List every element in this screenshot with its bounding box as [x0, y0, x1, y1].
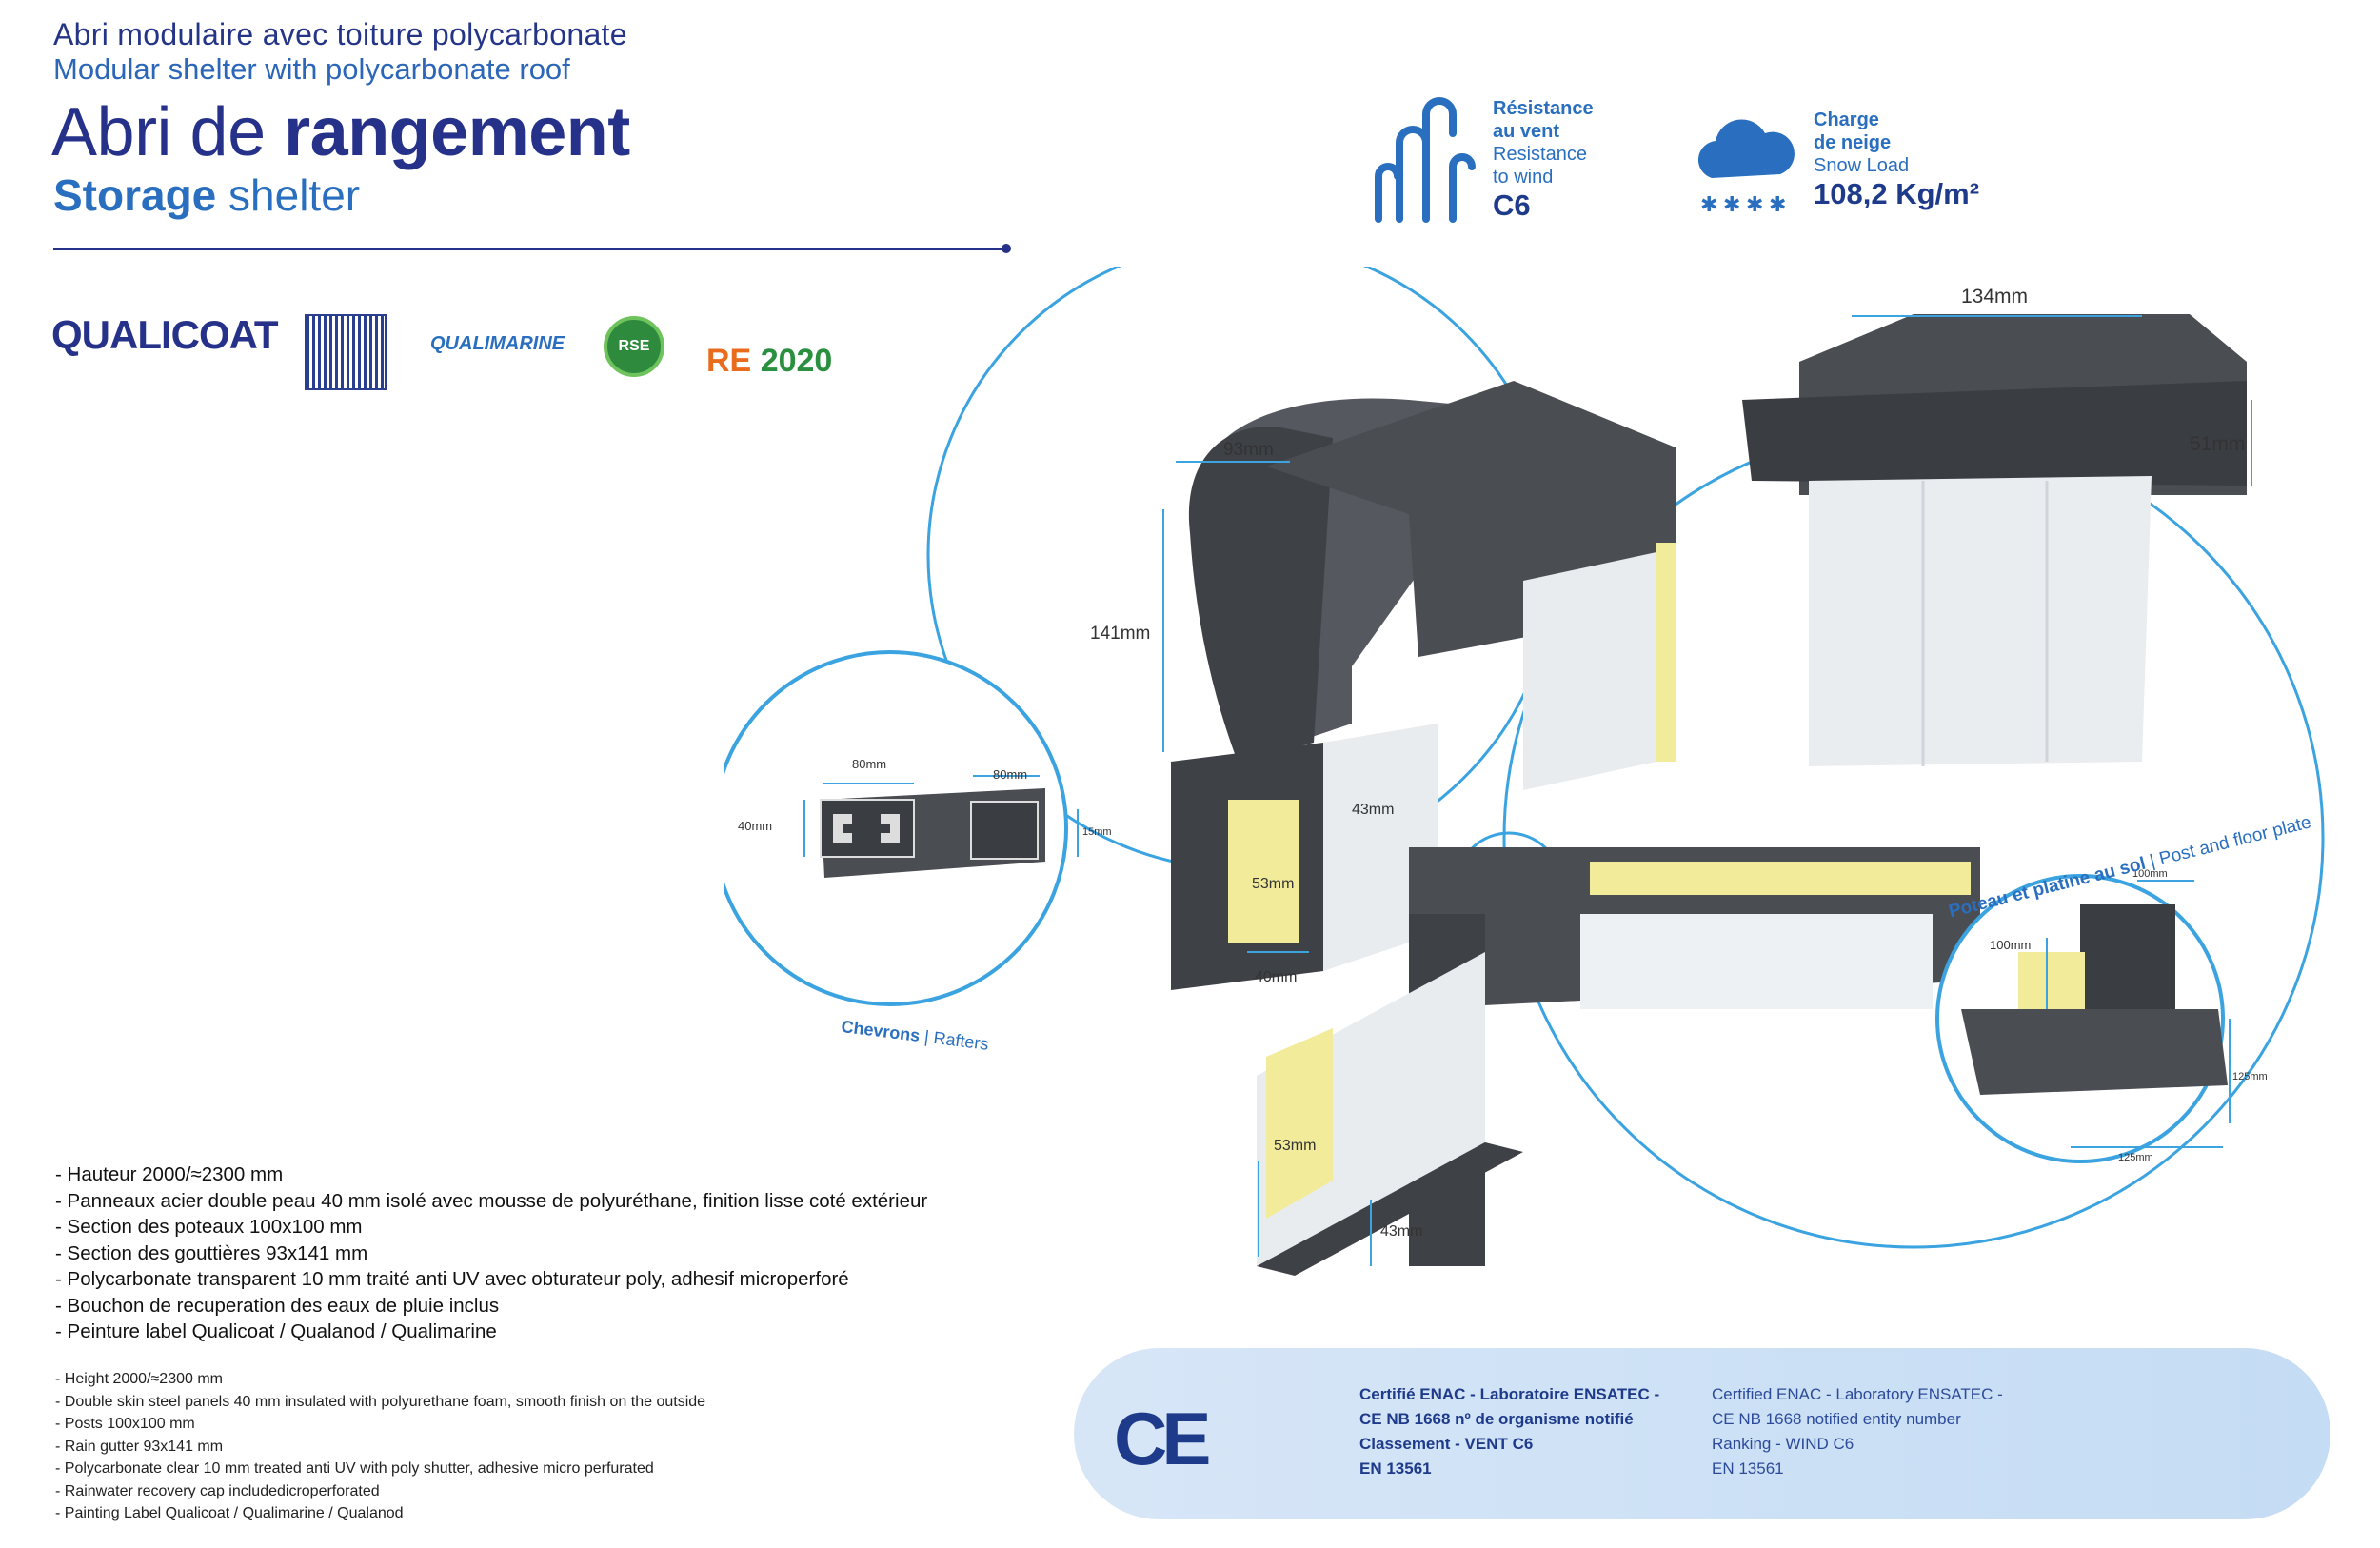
- specs-english-list: - Height 2000/≈2300 mm - Double skin ste…: [55, 1368, 705, 1525]
- snow-load-label: Charge de neige Snow Load 108,2 Kg/m²: [1814, 109, 1980, 210]
- qualicoat-logo: QUALICOAT: [51, 312, 279, 357]
- spec-en-item: - Rain gutter 93x141 mm: [55, 1438, 224, 1455]
- spec-fr-item: - Panneaux acier double peau 40 mm isolé…: [55, 1189, 928, 1212]
- spec-en-item: - Posts 100x100 mm: [55, 1416, 195, 1432]
- header-divider: [53, 248, 1005, 250]
- dim-post-width: 100mm: [2132, 868, 2168, 880]
- cert-fr-line: EN 13561: [1359, 1459, 1432, 1478]
- dim-plate-width: 125mm: [2118, 1152, 2153, 1163]
- wind-resistance-label: Résistance au vent Resistance to wind C6: [1493, 97, 1594, 222]
- dim-panel-base: 40mm: [1255, 969, 1298, 985]
- spec-fr-item: - Peinture label Qualicoat / Qualanod / …: [55, 1320, 497, 1342]
- header-divider-dot: [1002, 244, 1011, 253]
- certification-french: Certifié ENAC - Laboratoire ENSATEC - CE…: [1359, 1382, 1659, 1481]
- roof-joint-profile: [1742, 314, 2247, 766]
- dim-rafter-width-b: 80mm: [993, 767, 1028, 782]
- svg-text:✱: ✱: [1746, 193, 1763, 217]
- subtitle-english: Modular shelter with polycarbonate roof: [53, 52, 570, 86]
- dim-gutter-width: 93mm: [1223, 440, 1274, 460]
- snow-label-fr-2: de neige: [1814, 132, 1892, 153]
- re2020-year: 2020: [760, 343, 833, 379]
- post-profile: [1961, 904, 2228, 1095]
- spec-en-item: - Height 2000/≈2300 mm: [55, 1371, 223, 1387]
- spec-en-item: - Rainwater recovery cap includedicroper…: [55, 1482, 380, 1499]
- wind-label-fr-1: Résistance: [1493, 98, 1594, 119]
- cert-en-line: Certified ENAC - Laboratory ENSATEC -: [1712, 1385, 2003, 1403]
- dim-rafter-lip: 15mm: [1082, 826, 1112, 838]
- svg-text:✱: ✱: [1723, 193, 1740, 217]
- wind-resistance-icon: [1375, 97, 1476, 223]
- gutter-profile: [1171, 381, 1676, 990]
- qualanod-logo: [305, 314, 387, 390]
- wall-insulation-top: [1656, 543, 1676, 762]
- certification-english: Certified ENAC - Laboratory ENSATEC - CE…: [1712, 1382, 2003, 1481]
- snow-label-en: Snow Load: [1814, 155, 1910, 176]
- title-en-bold: Storage: [53, 170, 217, 220]
- dim-panel-thickness-a: 53mm: [1252, 876, 1295, 892]
- subtitle-french: Abri modulaire avec toiture polycarbonat…: [53, 17, 627, 51]
- cert-fr-line: Classement - VENT C6: [1359, 1435, 1534, 1453]
- ce-mark: CE: [1114, 1397, 1211, 1480]
- spec-en-item: - Double skin steel panels 40 mm insulat…: [55, 1393, 706, 1410]
- qualimarine-logo: QUALIMARINE: [430, 333, 565, 354]
- certification-band: [1074, 1348, 2330, 1519]
- spec-fr-item: - Bouchon de recuperation des eaux de pl…: [55, 1294, 500, 1317]
- dim-wall-top: 43mm: [1352, 802, 1395, 818]
- wind-label-en-1: Resistance: [1493, 144, 1587, 165]
- dim-gutter-height: 141mm: [1090, 624, 1151, 644]
- cert-fr-line: Certifié ENAC - Laboratoire ENSATEC -: [1359, 1385, 1660, 1403]
- snow-label-fr-1: Charge: [1814, 109, 1879, 130]
- wind-label-en-2: to wind: [1493, 167, 1554, 188]
- cert-fr-line: CE NB 1668 nº de organisme notifié: [1359, 1410, 1634, 1428]
- page-title-english: Storage shelter: [53, 169, 360, 221]
- floor-assembly: [1257, 847, 1980, 1276]
- wall-panel-insulation: [1228, 800, 1299, 943]
- spec-fr-item: - Hauteur 2000/≈2300 mm: [55, 1163, 284, 1185]
- snow-load-value: 108,2 Kg/m²: [1814, 177, 1980, 210]
- re2020-prefix: RE: [706, 343, 752, 379]
- spec-en-item: - Painting Label Qualicoat / Qualimarine…: [55, 1505, 404, 1521]
- dim-plate-height: 125mm: [2232, 1071, 2268, 1082]
- wind-class-value: C6: [1493, 189, 1531, 222]
- rafter-profile: [820, 788, 1045, 878]
- dim-rafter-width-a: 80mm: [852, 757, 887, 771]
- wind-label-fr-2: au vent: [1493, 121, 1560, 142]
- rse-logo: RSE: [604, 316, 664, 377]
- snow-cloud-icon: ✱✱✱✱: [1697, 119, 1795, 217]
- svg-text:✱: ✱: [1769, 193, 1786, 217]
- svg-text:✱: ✱: [1700, 193, 1717, 217]
- dim-roof-joint-width: 134mm: [1961, 286, 2029, 308]
- re2020-logo: RE 2020: [706, 343, 832, 380]
- dim-roof-joint-height: 51mm: [2190, 433, 2246, 455]
- dim-panel-thickness-b: 53mm: [1274, 1138, 1317, 1154]
- title-en-light: shelter: [216, 170, 361, 220]
- spec-en-item: - Polycarbonate clear 10 mm treated anti…: [55, 1460, 654, 1477]
- spec-fr-item: - Section des gouttières 93x141 mm: [55, 1241, 368, 1264]
- title-light: Abri de: [51, 94, 285, 170]
- dim-wall-bottom: 43mm: [1380, 1223, 1423, 1240]
- dim-rafter-height: 40mm: [738, 819, 773, 833]
- cert-en-line: EN 13561: [1712, 1459, 1784, 1478]
- dim-post-depth: 100mm: [1990, 938, 2032, 952]
- cert-en-line: CE NB 1668 notified entity number: [1712, 1410, 1961, 1428]
- specs-french-list: - Hauteur 2000/≈2300 mm - Panneaux acier…: [55, 1161, 927, 1345]
- spec-fr-item: - Section des poteaux 100x100 mm: [55, 1216, 363, 1238]
- spec-fr-item: - Polycarbonate transparent 10 mm traité…: [55, 1268, 849, 1290]
- cert-en-line: Ranking - WIND C6: [1712, 1435, 1854, 1453]
- technical-illustration: [724, 267, 2325, 1276]
- page-title: Abri de rangement: [51, 93, 630, 171]
- title-bold: rangement: [284, 94, 630, 170]
